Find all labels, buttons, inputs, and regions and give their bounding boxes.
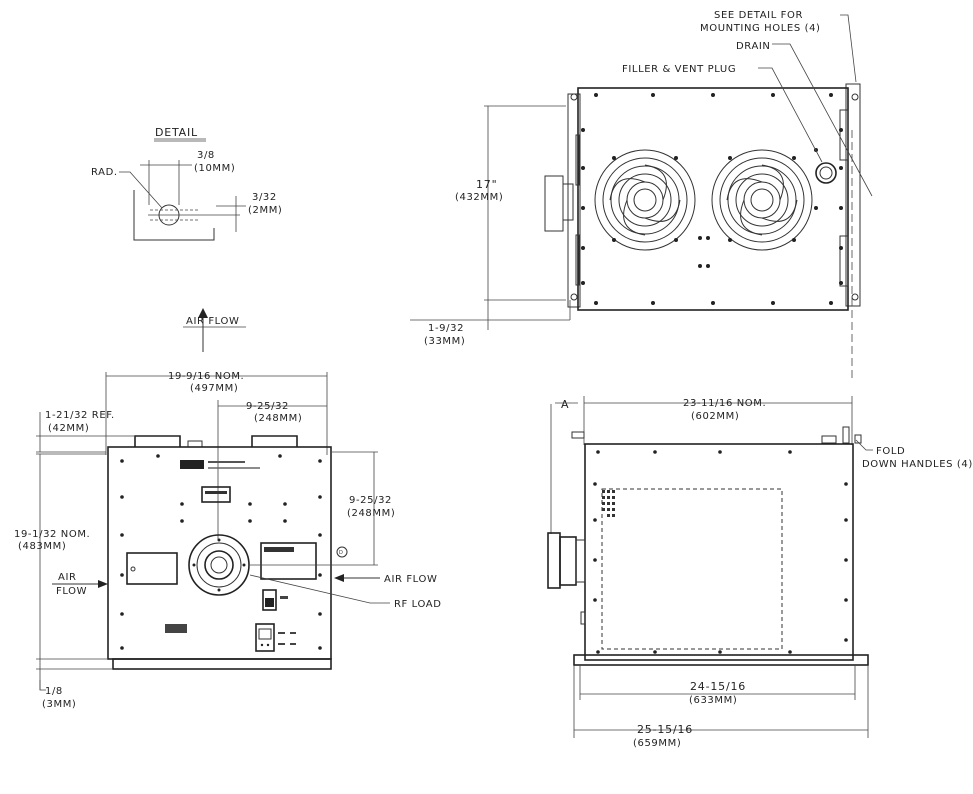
side-overall-dim: 25-15/16 <box>637 723 693 736</box>
power-switch <box>262 589 277 611</box>
detail-depth-mm: (2MM) <box>248 205 282 216</box>
front-base <box>112 658 332 670</box>
top-height-mm: (432MM) <box>455 192 503 203</box>
side-base-width-mm: (633MM) <box>689 695 737 706</box>
detail-width-mm: (10MM) <box>194 163 235 174</box>
panel-meter <box>201 486 231 503</box>
detail-view: DETAIL 3/8 (10MM) 3/32 (2MM) RAD. <box>91 126 282 241</box>
panel-display <box>260 542 317 580</box>
side-view: A 23-11/16 NOM. (602MM) FOLD DOWN HANDLE… <box>547 396 973 749</box>
side-width-dim: 23-11/16 NOM. <box>683 398 766 409</box>
handles-label-1: FOLD <box>876 446 905 457</box>
air-flow-top-label: AIR FLOW <box>186 316 239 327</box>
side-access-panel <box>601 488 783 650</box>
front-view: AIR FLOW 19-9/16 NOM. (497MM) 9-25/32 (2… <box>14 308 442 710</box>
front-center-v-mm: (248MM) <box>347 508 395 519</box>
fan-left-icon <box>594 149 696 251</box>
fold-down-handles <box>571 426 862 444</box>
front-panel-screws <box>120 454 322 650</box>
top-offset-mm: (33MM) <box>424 336 465 347</box>
power-inlet <box>255 623 275 652</box>
filler-vent-plug-icon <box>815 162 837 184</box>
top-offset-dim: 1-9/32 <box>428 323 464 334</box>
filler-vent-label: FILLER & VENT PLUG <box>622 64 736 75</box>
panel-text-marks <box>208 461 260 469</box>
rf-load-connector-icon <box>188 534 250 596</box>
section-mark: A <box>561 398 569 411</box>
handles-label-2: DOWN HANDLES (4) <box>862 459 973 470</box>
top-view: 17" (432MM) 1-9/32 (33MM) SEE DETAIL FOR… <box>410 10 873 380</box>
see-detail-label-1: SEE DETAIL FOR <box>714 10 803 21</box>
side-overall-mm: (659MM) <box>633 738 681 749</box>
drain-label: DRAIN <box>736 41 771 52</box>
side-view-screws <box>593 450 848 654</box>
front-center-h-mm: (248MM) <box>254 413 302 424</box>
front-height-mm: (483MM) <box>18 541 66 552</box>
handle-height-mm: (42MM) <box>48 423 89 434</box>
detail-title: DETAIL <box>155 126 198 139</box>
front-width-dim: 19-9/16 NOM. <box>168 371 244 382</box>
side-width-mm: (602MM) <box>691 411 739 422</box>
rf-load-label: RF LOAD <box>394 599 442 610</box>
detail-width-dim: 3/8 <box>197 150 215 161</box>
air-flow-left-label-1: AIR <box>58 572 77 583</box>
front-handles <box>134 435 298 448</box>
side-base-width-dim: 24-15/16 <box>690 680 746 693</box>
panel-label-plate <box>165 624 187 633</box>
detail-plate <box>133 190 215 241</box>
detail-depth-dim: 3/32 <box>252 192 277 203</box>
manufacturer-logo <box>180 460 204 469</box>
front-center-v-dim: 9-25/32 <box>349 495 392 506</box>
top-view-screws <box>581 93 843 305</box>
detail-rad-label: RAD. <box>91 167 118 178</box>
front-center-h-dim: 9-25/32 <box>246 401 289 412</box>
fan-right-icon <box>711 149 813 251</box>
side-base <box>573 654 869 666</box>
side-rf-connector <box>547 532 586 589</box>
air-flow-left-label-2: FLOW <box>56 586 87 597</box>
top-view-body <box>577 87 849 311</box>
side-view-body <box>584 443 854 661</box>
front-width-mm: (497MM) <box>190 383 238 394</box>
foot-mm: (3MM) <box>42 699 76 710</box>
side-vent-grid <box>602 490 615 517</box>
top-height-dim: 17" <box>476 178 497 191</box>
foot-dim: 1/8 <box>45 686 63 697</box>
panel-callout: D <box>339 550 343 556</box>
front-height-dim: 19-1/32 NOM. <box>14 529 90 540</box>
see-detail-label-2: MOUNTING HOLES (4) <box>700 23 821 34</box>
handle-height-dim: 1-21/32 REF. <box>45 410 115 421</box>
air-flow-right-label: AIR FLOW <box>384 574 437 585</box>
front-left-cover-plate <box>126 552 178 585</box>
